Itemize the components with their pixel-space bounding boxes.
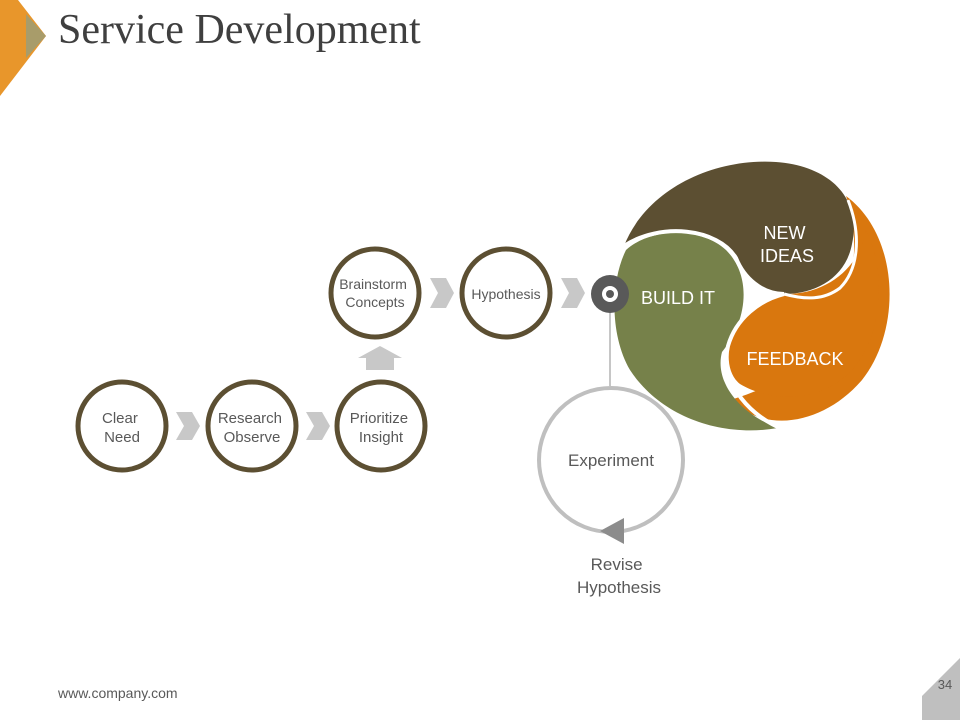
prioritize-insight-line-2: Insight	[359, 429, 404, 446]
research-observe-line-1: Research	[218, 410, 282, 427]
arrow-brainstorm-to-hypothesis	[430, 278, 454, 308]
page-number: 34	[938, 677, 952, 692]
revise-hypothesis-line-2: Hypothesis	[577, 578, 661, 597]
experiment-loop-arrowhead	[600, 518, 624, 544]
arrow-hypothesis-to-hub	[561, 278, 585, 308]
cycle-diagram	[614, 161, 890, 431]
hypothesis-node	[459, 246, 553, 340]
hub-center-dot	[606, 290, 614, 298]
prioritize-insight-line-1: Prioritize	[350, 410, 408, 427]
clear-need-line-1: Clear	[102, 410, 138, 427]
research-observe-label: Research Observe	[218, 410, 286, 446]
research-observe-line-2: Observe	[224, 429, 281, 446]
prioritize-insight-node	[334, 379, 428, 473]
header-accent	[0, 0, 46, 96]
research-observe-node	[205, 379, 299, 473]
new-ideas-label: NEW IDEAS	[760, 223, 814, 266]
brainstorm-concepts-node	[328, 246, 422, 340]
separator-curve-2	[724, 292, 785, 430]
page-number-badge	[922, 658, 960, 720]
experiment-label: Experiment	[568, 451, 654, 470]
build-it-label: BUILD IT	[641, 288, 715, 308]
clear-need-line-2: Need	[104, 429, 140, 446]
feedback-label: FEEDBACK	[746, 349, 843, 369]
arrow-research-to-prioritize	[306, 412, 330, 440]
revise-hypothesis-line-1: Revise	[591, 555, 643, 574]
new-ideas-segment	[624, 161, 854, 294]
new-ideas-line-2: IDEAS	[760, 246, 814, 266]
build-it-segment	[614, 232, 778, 431]
clear-need-label: Clear Need	[102, 410, 142, 446]
brainstorm-concepts-label: Brainstorm Concepts	[339, 276, 411, 310]
revise-hypothesis-label: Revise Hypothesis	[577, 555, 661, 597]
clear-need-node	[75, 379, 169, 473]
new-ideas-line-1: NEW	[763, 223, 805, 243]
feedback-inner-segment	[728, 230, 879, 397]
separator-curve-1	[622, 229, 785, 296]
footer-url: www.company.com	[57, 685, 178, 701]
separator-curve-3	[783, 199, 858, 300]
arrow-clear-to-research	[176, 412, 200, 440]
brainstorm-concepts-line-1: Brainstorm	[339, 276, 407, 292]
arrow-prioritize-to-brainstorm	[358, 346, 402, 370]
prioritize-insight-label: Prioritize Insight	[350, 410, 413, 446]
slide-title: Service Development	[58, 7, 421, 53]
brainstorm-concepts-line-2: Concepts	[345, 294, 404, 310]
hypothesis-label: Hypothesis	[471, 286, 540, 302]
